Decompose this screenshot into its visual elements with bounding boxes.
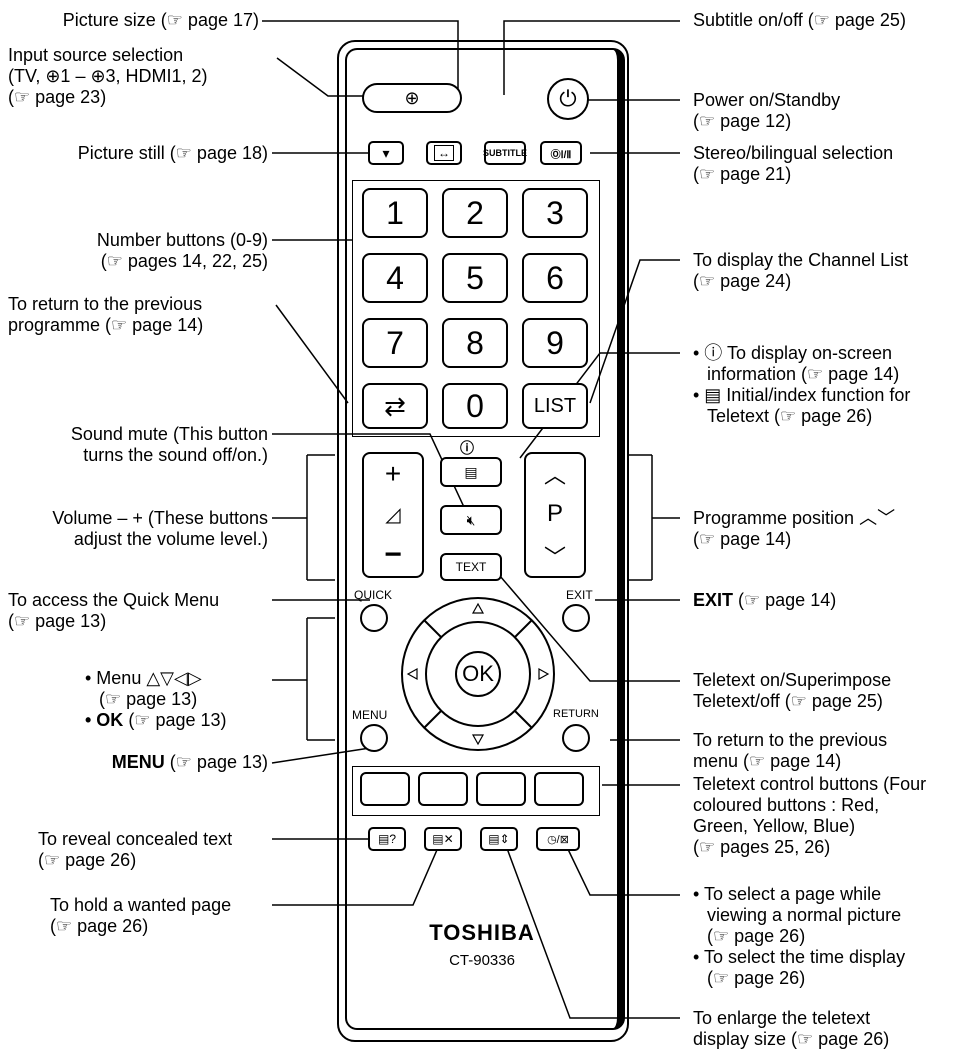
- label-volume: Volume – + (These buttons adjust the vol…: [52, 508, 268, 549]
- subtitle-label: SUBTITLE: [483, 148, 527, 158]
- number-3-button[interactable]: 3: [522, 188, 588, 238]
- number-4-button[interactable]: 4: [362, 253, 428, 303]
- power-button[interactable]: ⏻: [547, 78, 589, 120]
- return-button[interactable]: [562, 724, 590, 752]
- time-page-button[interactable]: ◷/⊠: [536, 827, 580, 851]
- picture-size-icon: ↔: [434, 145, 454, 161]
- volume-minus-label: −: [384, 538, 402, 571]
- previous-programme-button[interactable]: ⇄: [362, 383, 428, 429]
- colour-buttons-frame: [352, 766, 600, 816]
- label-info: • ⓘ To display on-screen information (☞ …: [693, 343, 911, 426]
- label-picture-still: Picture still (☞ page 18): [77, 143, 268, 163]
- stereo-button[interactable]: ⓄⅠ/Ⅱ: [540, 141, 582, 165]
- programme-down-icon: ﹀: [543, 545, 566, 570]
- number-6-button[interactable]: 6: [522, 253, 588, 303]
- d-pad[interactable]: [398, 594, 558, 754]
- label-power: Power on/Standby (☞ page 12): [693, 90, 841, 131]
- label-enlarge: To enlarge the teletext display size (☞ …: [693, 1008, 890, 1049]
- hold-icon: ▤✕: [432, 832, 454, 846]
- label-menu: MENU (☞ page 13): [111, 752, 268, 772]
- number-pad-frame: [352, 180, 600, 437]
- label-exit: EXIT (☞ page 14): [693, 590, 837, 610]
- number-2-button[interactable]: 2: [442, 188, 508, 238]
- label-teletext: Teletext on/Superimpose Teletext/off (☞ …: [693, 670, 892, 711]
- label-stereo: Stereo/bilingual selection (☞ page 21): [693, 143, 894, 184]
- label-return-prev-prog: To return to the previous programme (☞ p…: [8, 294, 204, 335]
- enlarge-button[interactable]: ▤⇕: [480, 827, 518, 851]
- number-9-button[interactable]: 9: [522, 318, 588, 368]
- blue-button[interactable]: [534, 772, 584, 806]
- label-channel-list: To display the Channel List (☞ page 24): [693, 250, 909, 291]
- menu-button[interactable]: [360, 724, 388, 752]
- label-input-source: Input source selection (TV, ⊕1 – ⊕3, HDM…: [8, 45, 208, 107]
- remote-outline-inner: [345, 48, 625, 1030]
- mute-button[interactable]: 🔇︎: [440, 505, 502, 535]
- return-arrow-icon: ⇄: [384, 390, 406, 421]
- label-subtitle: Subtitle on/off (☞ page 25): [693, 10, 906, 30]
- exit-label: EXIT: [566, 588, 593, 602]
- label-reveal: To reveal concealed text (☞ page 26): [38, 829, 233, 870]
- label-programme-position: Programme position ︿﹀ (☞ page 14): [693, 508, 896, 549]
- clock-page-icon: ◷/⊠: [547, 833, 569, 846]
- text-label: TEXT: [455, 560, 487, 574]
- programme-p-label: P: [546, 500, 563, 527]
- green-button[interactable]: [418, 772, 468, 806]
- label-return-menu: To return to the previous menu (☞ page 1…: [693, 730, 888, 771]
- yellow-button[interactable]: [476, 772, 526, 806]
- programme-rocker[interactable]: [524, 452, 586, 578]
- volume-plus-label: +: [384, 458, 402, 489]
- label-sound-mute: Sound mute (This button turns the sound …: [70, 424, 268, 465]
- input-source-button[interactable]: ⊕: [362, 83, 462, 113]
- volume-icon: ◿: [385, 504, 401, 526]
- red-button[interactable]: [360, 772, 410, 806]
- label-hold: To hold a wanted page (☞ page 26): [50, 895, 232, 936]
- input-icon: ⊕: [404, 87, 420, 108]
- remote-outline-outer: [337, 40, 629, 1042]
- still-icon: ▾: [382, 144, 390, 161]
- picture-size-button[interactable]: ↔: [426, 141, 462, 165]
- info-icon: ⓘ: [460, 440, 474, 456]
- menu-label: MENU: [352, 708, 388, 722]
- label-number-buttons: Number buttons (0-9) (☞ pages 14, 22, 25…: [96, 230, 268, 271]
- enlarge-icon: ▤⇕: [488, 832, 510, 846]
- number-5-button[interactable]: 5: [442, 253, 508, 303]
- quick-label: QUICK: [354, 588, 393, 602]
- label-select-page: • To select a page while viewing a norma…: [693, 884, 906, 988]
- label-picture-size: Picture size (☞ page 17): [62, 10, 259, 30]
- picture-still-button[interactable]: ▾: [368, 141, 404, 165]
- number-8-button[interactable]: 8: [442, 318, 508, 368]
- text-button[interactable]: TEXT: [440, 553, 502, 581]
- label-menu-arrows: • Menu △▽◁▷ (☞ page 13) • OK (☞ page 13): [85, 668, 227, 730]
- number-0-button[interactable]: 0: [442, 383, 508, 429]
- number-7-button[interactable]: 7: [362, 318, 428, 368]
- return-label: RETURN: [553, 708, 599, 720]
- hold-button[interactable]: ▤✕: [424, 827, 462, 851]
- index-info-button[interactable]: ▤: [440, 457, 502, 487]
- brand-logo: TOSHIBA: [429, 920, 535, 945]
- remote-control: [337, 40, 629, 1042]
- mute-icon: 🔇︎: [466, 511, 476, 528]
- reveal-button[interactable]: ▤?: [368, 827, 406, 851]
- list-button[interactable]: LIST: [522, 383, 588, 429]
- reveal-icon: ▤?: [377, 832, 396, 846]
- label-colour-buttons: Teletext control buttons (Four coloured …: [693, 774, 927, 857]
- number-1-button[interactable]: 1: [362, 188, 428, 238]
- programme-up-icon: ︿: [543, 463, 566, 488]
- label-quick-menu: To access the Quick Menu (☞ page 13): [8, 590, 220, 631]
- ok-button[interactable]: OK: [462, 661, 494, 686]
- quick-button[interactable]: [360, 604, 388, 632]
- model-number: CT-90336: [449, 952, 515, 969]
- exit-button[interactable]: [562, 604, 590, 632]
- subtitle-button[interactable]: SUBTITLE: [483, 141, 527, 165]
- index-icon: ▤: [464, 463, 478, 480]
- volume-rocker[interactable]: [362, 452, 424, 578]
- power-icon: ⏻: [559, 86, 577, 111]
- stereo-label: ⓄⅠ/Ⅱ: [550, 149, 572, 161]
